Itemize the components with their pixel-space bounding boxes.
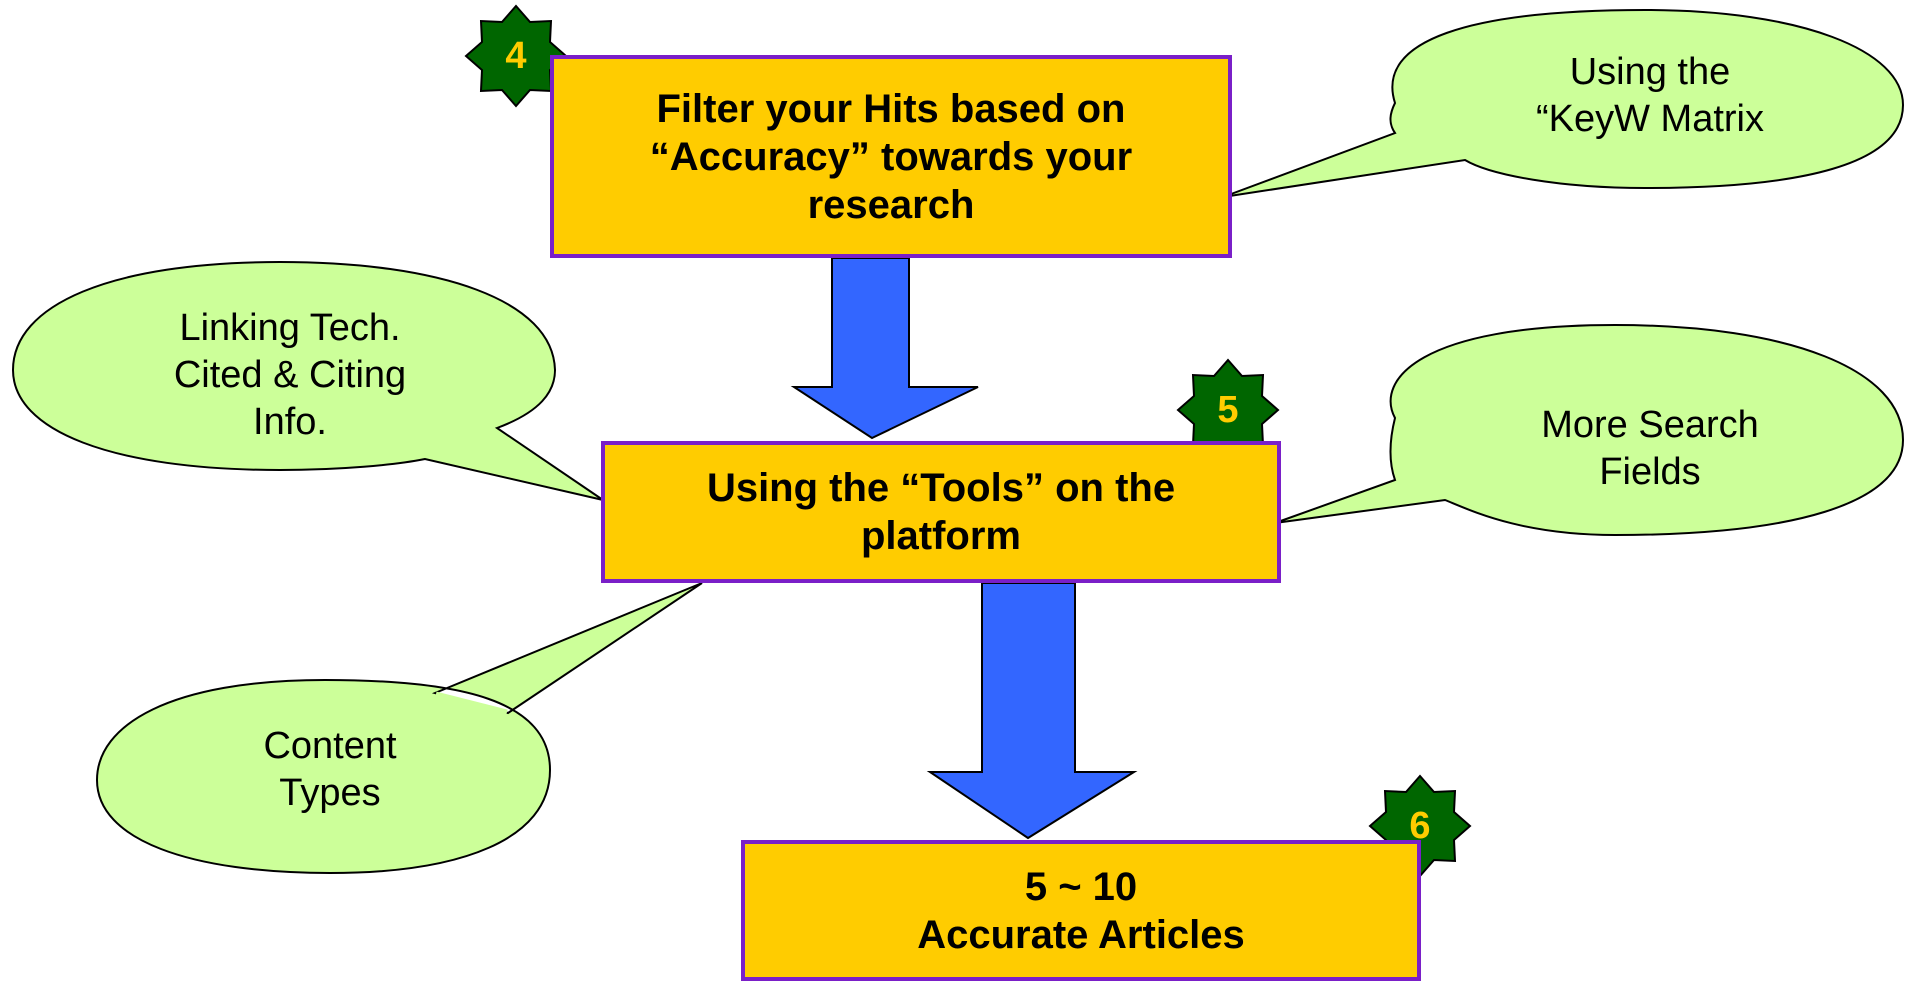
step-4-text: Filter your Hits based on “Accuracy” tow… — [649, 86, 1133, 227]
badge-6-number: 6 — [1409, 805, 1431, 847]
callout-search-fields-text: More Search Fields — [1541, 404, 1759, 493]
badge-5-number: 5 — [1217, 389, 1239, 431]
callout-keyword-matrix-bubble — [1222, 8, 1905, 198]
callout-linking-bubble — [11, 260, 604, 501]
step-5-box: Using the “Tools” on the platform — [601, 441, 1281, 583]
arrow-step5-to-step6 — [926, 582, 1138, 840]
step-5-text: Using the “Tools” on the platform — [706, 466, 1176, 558]
arrow-step4-to-step5 — [790, 257, 979, 440]
callout-linking-text: Linking Tech. Cited & Citing Info. — [173, 307, 407, 443]
step-6-box: 5 ~ 10 Accurate Articles — [741, 840, 1421, 981]
step-6-text: 5 ~ 10 Accurate Articles — [917, 864, 1245, 957]
badge-4-number: 4 — [505, 35, 527, 77]
step-4-box: Filter your Hits based on “Accuracy” tow… — [550, 55, 1232, 258]
callout-keyword-matrix-text: Using the “KeyW Matrix — [1536, 51, 1764, 140]
callout-content-types-text: Content Types — [263, 725, 397, 814]
callout-search-fields-bubble — [1274, 323, 1905, 537]
badge-4-star — [464, 4, 568, 108]
